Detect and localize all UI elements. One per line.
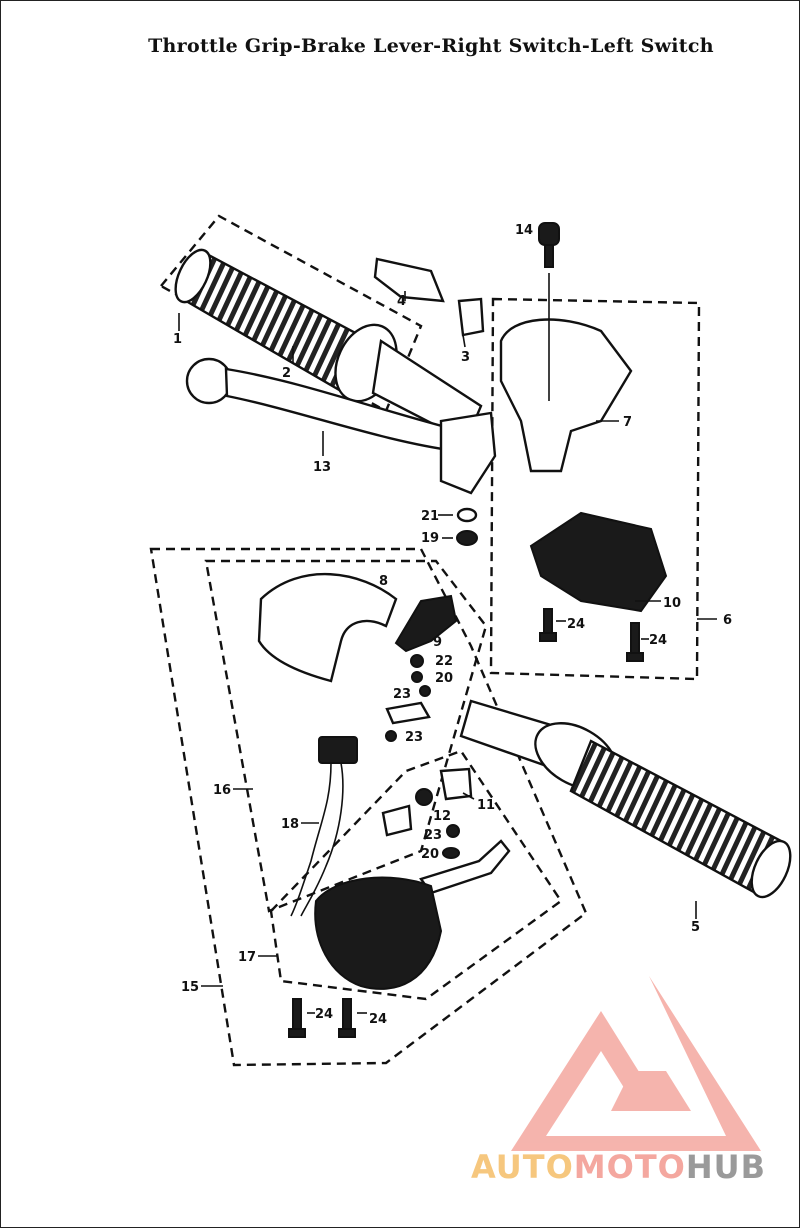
spring-23-b [446, 824, 460, 838]
callout-24-b: 24 [649, 633, 667, 648]
screw-14 [538, 222, 560, 268]
callout-6: 6 [723, 613, 732, 628]
watermark-text: AUTOMOTOHUB [471, 1148, 766, 1186]
callout-23: 23 [393, 687, 411, 702]
ball-20-b [442, 847, 460, 859]
group-box-6 [489, 297, 701, 681]
callout-22: 22 [435, 654, 453, 669]
nut-19 [456, 530, 478, 546]
right-switch-lower-10 [529, 511, 668, 613]
callout-4: 4 [397, 294, 406, 309]
ball-23 [385, 730, 397, 742]
washer-21 [456, 507, 478, 523]
callout-17: 17 [238, 950, 256, 965]
watermark-word-auto: AUTO [471, 1148, 574, 1186]
switch-lever-9 [394, 594, 458, 653]
group-box-15 [149, 547, 588, 1067]
callout-20: 20 [435, 671, 453, 686]
screw-24-c [288, 998, 306, 1038]
diagram-title: Throttle Grip-Brake Lever-Right Switch-L… [148, 35, 714, 57]
screw-24-d [338, 998, 356, 1038]
callout-18: 18 [281, 817, 299, 832]
callout-19: 19 [421, 531, 439, 546]
callout-11: 11 [477, 798, 495, 813]
nut-12 [415, 788, 433, 806]
watermark-word-hub: HUB [685, 1148, 767, 1186]
callout-24-a: 24 [567, 617, 585, 632]
callout-21: 21 [421, 509, 439, 524]
callout-1: 1 [173, 332, 182, 347]
knob [385, 701, 431, 725]
brake-lever [185, 357, 497, 495]
callout-12: 12 [433, 809, 451, 824]
screw-24-a [539, 608, 557, 642]
callout-7: 7 [623, 415, 632, 430]
left-switch-housing-17 [314, 876, 443, 990]
callout-3: 3 [461, 350, 470, 365]
switch-knob-11 [439, 767, 473, 801]
callout-23-c: 23 [424, 828, 442, 843]
callout-23-b: 23 [405, 730, 423, 745]
wiring-harness-18 [290, 736, 413, 917]
callout-5: 5 [691, 920, 700, 935]
callout-8: 8 [379, 574, 388, 589]
callout-20-b: 20 [421, 847, 439, 862]
callout-24-c: 24 [315, 1007, 333, 1022]
callout-10: 10 [663, 596, 681, 611]
watermark-word-moto: MOTO [573, 1148, 686, 1186]
screw-24-b [626, 622, 644, 662]
automotohub-logo-icon [511, 976, 761, 1151]
callout-2: 2 [282, 366, 291, 381]
spring-22 [410, 654, 424, 668]
spring-23 [419, 685, 431, 697]
callout-24-d: 24 [369, 1012, 387, 1027]
callout-16: 16 [213, 783, 231, 798]
cable-adjuster-4 [373, 257, 445, 303]
group-box-16 [204, 559, 488, 913]
left-switch-cover [257, 572, 398, 683]
callout-13: 13 [313, 460, 331, 475]
callout-15: 15 [181, 980, 199, 995]
left-grip [459, 699, 792, 899]
ball-20 [411, 671, 423, 683]
cable-clip-3 [457, 297, 485, 337]
right-switch-upper-7 [499, 318, 633, 473]
callout-9: 9 [433, 635, 442, 650]
callout-14: 14 [515, 223, 533, 238]
